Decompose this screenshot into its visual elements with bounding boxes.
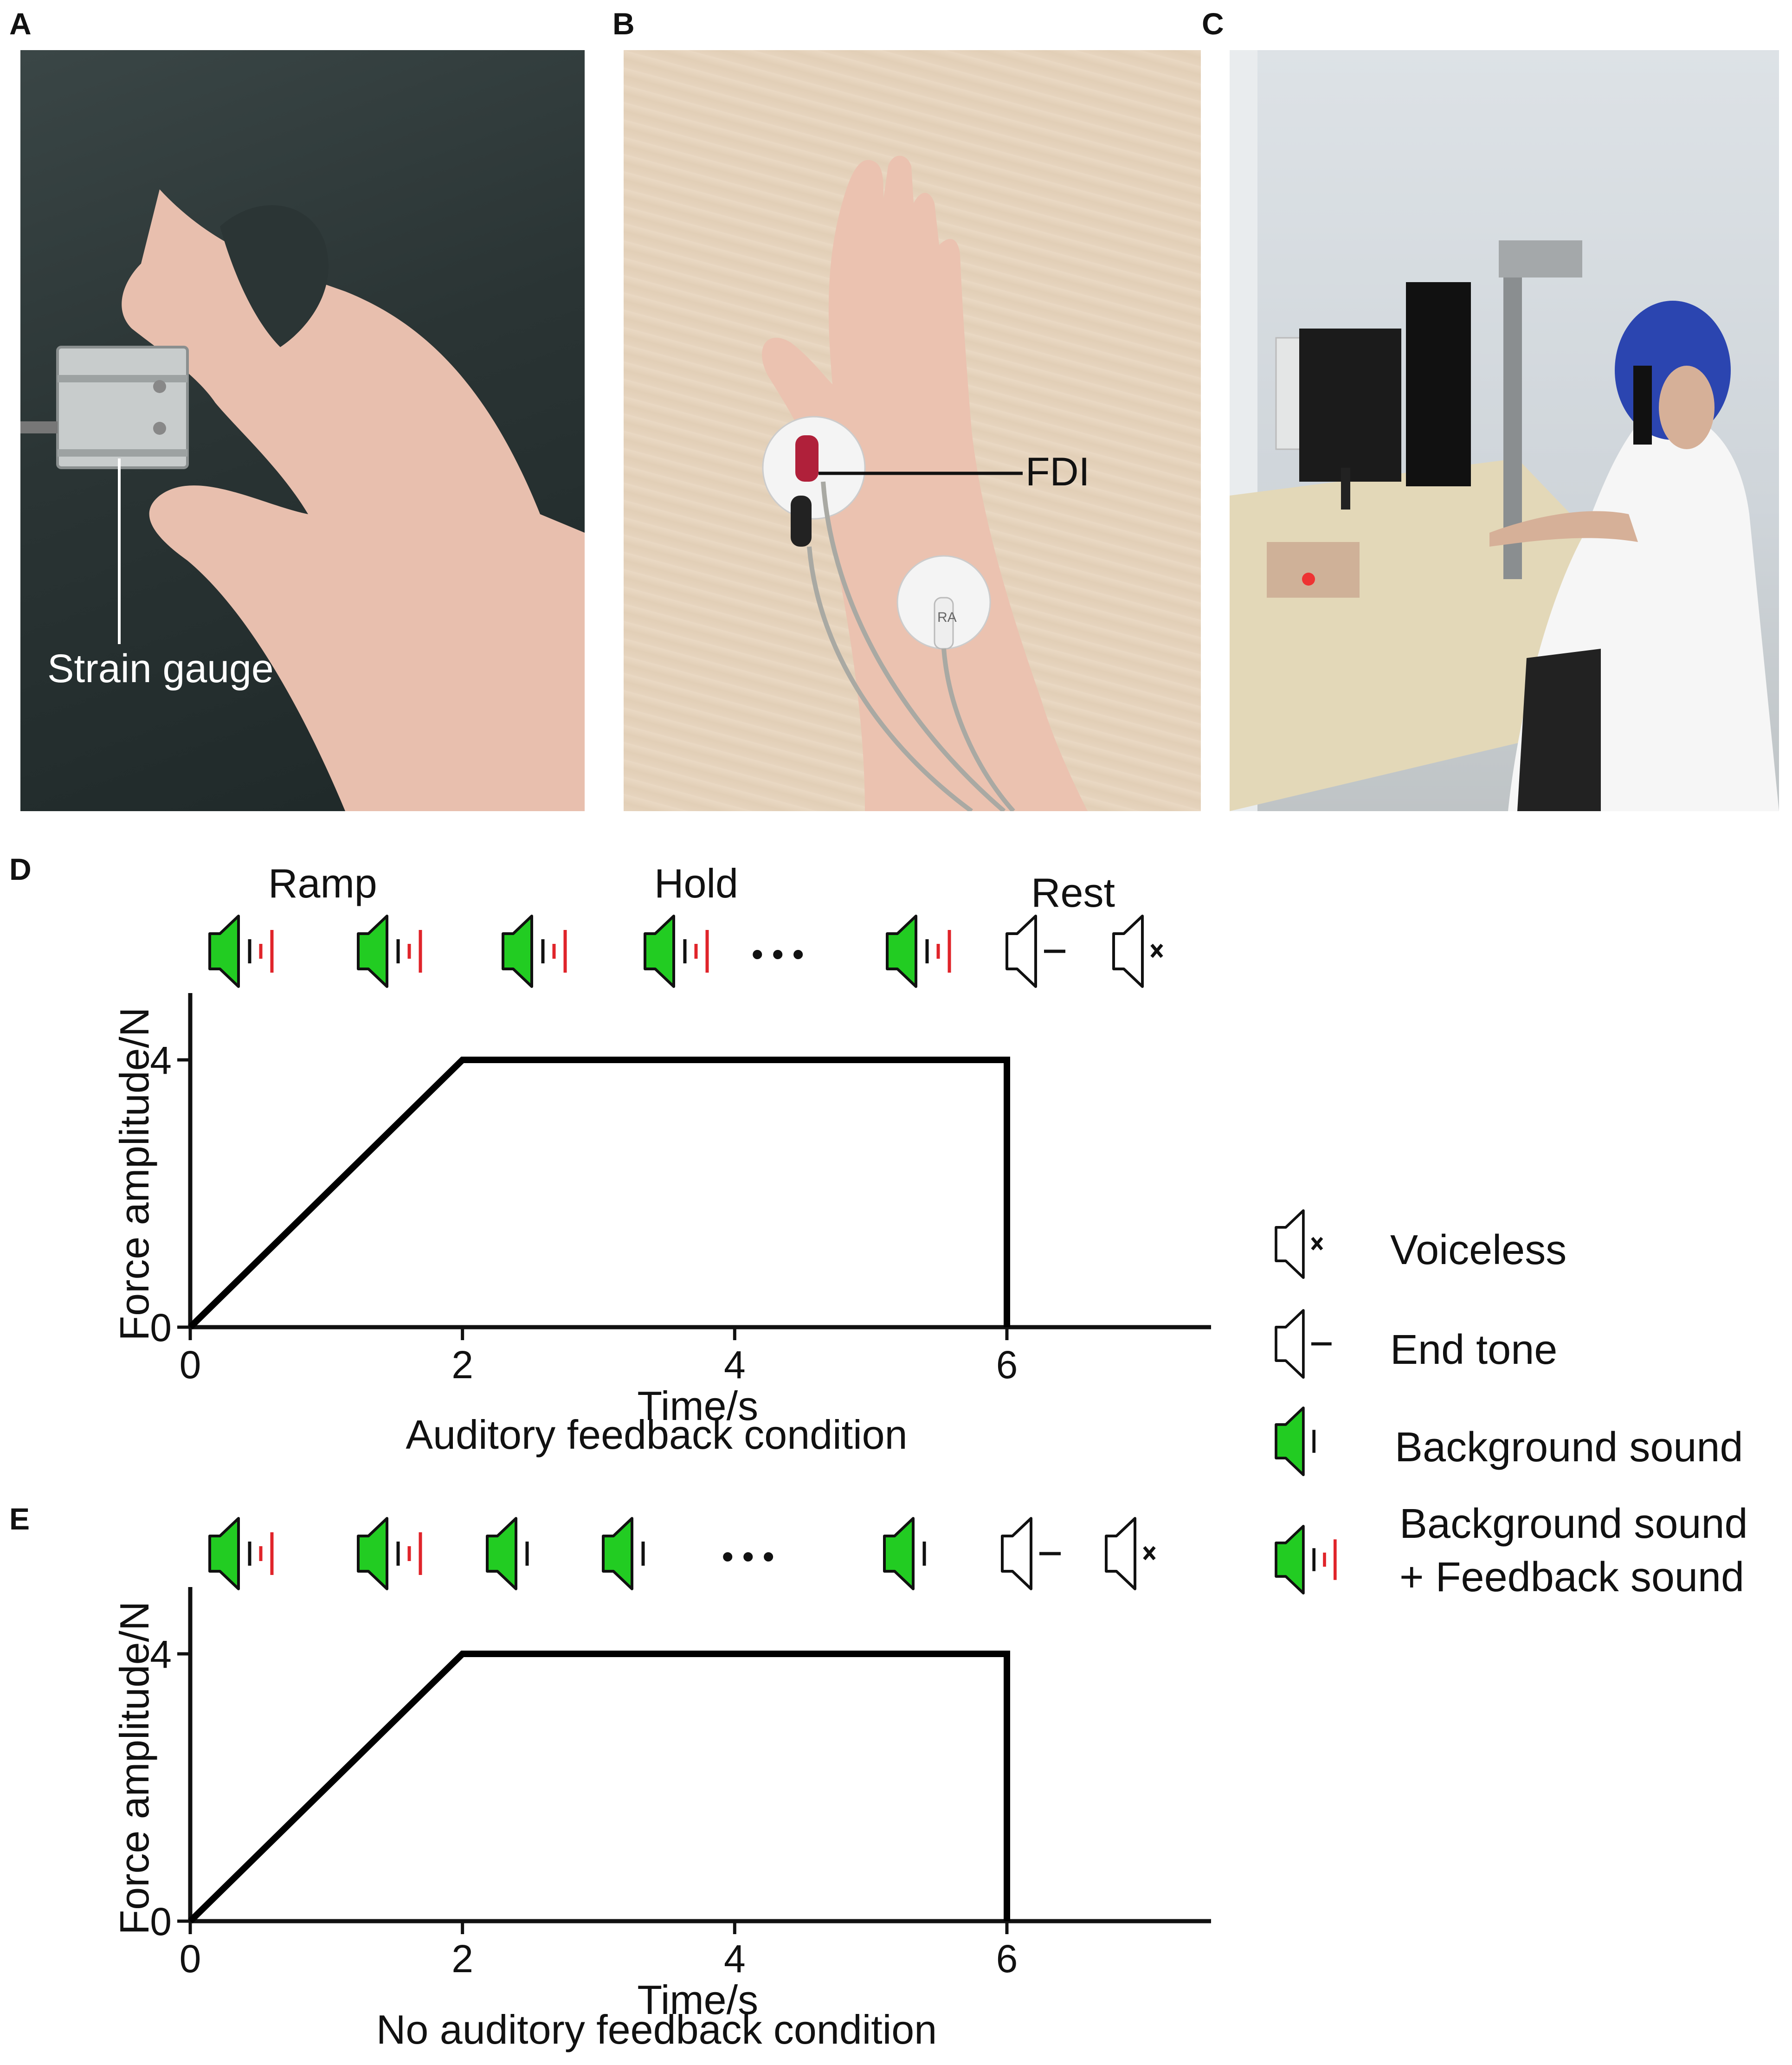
legend-label-plus-feedback: + Feedback sound [1399,1554,1745,1600]
legend-label-background-feedback: Background sound [1399,1501,1748,1547]
panel-letter-b: B [612,6,635,41]
icon-row-svg: • • • [208,915,1163,988]
y-axis-label: Force amplitude/N [111,1007,157,1341]
x-tick-label: 4 [724,1937,746,1981]
background-speaker-icon [486,1517,529,1590]
strain-gauge-label: Strain gauge [47,646,274,691]
x-tick-label: 4 [724,1343,746,1387]
background-feedback-speaker-icon [208,1517,274,1590]
legend-label-voiceless: Voiceless [1390,1227,1567,1273]
panel-letter-d: D [9,852,32,886]
svg-text:RA: RA [937,610,957,625]
x-axis-label: Time/s [637,1383,758,1429]
background-legend-svg [1275,1406,1316,1477]
phase-label-ramp: Ramp [268,860,377,906]
lab-illustration [1230,50,1779,811]
caption-no-auditory-feedback: No auditory feedback condition [376,2007,937,2052]
voiceless-speaker-icon [1105,1517,1156,1590]
x-tick-label: 6 [996,1343,1018,1387]
photo-lab-setup [1230,50,1779,811]
legend-label-background-sound: Background sound [1395,1424,1743,1471]
ellipsis-text: • • • [722,1538,774,1575]
icon-row-svg: • • • [208,1517,1156,1590]
background-feedback-speaker-icon [1275,1524,1337,1595]
end-tone-speaker-icon [1006,915,1065,988]
y-tick-label: 0 [150,1900,172,1943]
legend-icon-background-sound [1271,1404,1346,1478]
background-speaker-icon [1275,1406,1316,1477]
background-feedback-speaker-icon [502,915,567,988]
y-axis-label: Force amplitude/N [111,1601,157,1935]
x-tick-label: 6 [996,1937,1018,1981]
y-tick-label: 4 [150,1633,172,1676]
icon-row-e: • • • [0,1516,1253,1595]
background-speaker-icon [602,1517,645,1590]
background-speaker-icon [883,1517,926,1590]
panel-letter-e: E [9,1502,30,1536]
photo-strain-gauge: Strain gauge [20,50,585,811]
y-tick-label: 4 [150,1039,172,1082]
forearm-illustration: RA [762,155,1088,811]
caption-auditory-feedback: Auditory feedback condition [406,1412,908,1458]
panel-letter-a: A [9,6,32,41]
photo-emg-electrodes: RA FDI [624,50,1201,811]
x-tick-label: 2 [451,1343,473,1387]
phase-label-hold: Hold [654,860,738,906]
force-trace-line [188,1057,1010,1329]
end-tone-legend-svg [1275,1309,1332,1379]
force-trace-line [188,1651,1010,1923]
legend-icon-end-tone [1271,1306,1346,1381]
legend-icon-background-feedback [1271,1522,1373,1596]
background-feedback-speaker-icon [208,915,274,988]
background-feedback-speaker-icon [357,915,422,988]
voiceless-legend-svg [1275,1209,1323,1279]
voiceless-speaker-icon [1275,1209,1323,1279]
y-tick-label: 0 [150,1306,172,1349]
x-tick-label: 2 [451,1937,473,1981]
x-axis-label: Time/s [637,1977,758,2023]
background-feedback-speaker-icon [357,1517,422,1590]
phase-label-rest: Rest [1031,870,1115,916]
fdi-label: FDI [1025,450,1090,494]
hand-illustration [20,189,585,811]
end-tone-speaker-icon [1275,1309,1332,1379]
x-tick-label: 0 [180,1937,201,1981]
ellipsis-text: • • • [752,936,804,972]
voiceless-speaker-icon [1112,915,1163,988]
legend-icon-voiceless [1271,1207,1346,1281]
end-tone-speaker-icon [1001,1517,1061,1590]
background-feedback-speaker-icon [644,915,709,988]
icon-row-d: • • • [0,914,1253,993]
background-feedback-speaker-icon [886,915,951,988]
legend: Voiceless End tone Background sound Back… [1271,1207,1782,1647]
legend-label-end-tone: End tone [1390,1327,1558,1373]
panel-letter-c: C [1202,6,1224,41]
background-feedback-legend-svg [1275,1524,1337,1595]
x-tick-label: 0 [180,1343,201,1387]
